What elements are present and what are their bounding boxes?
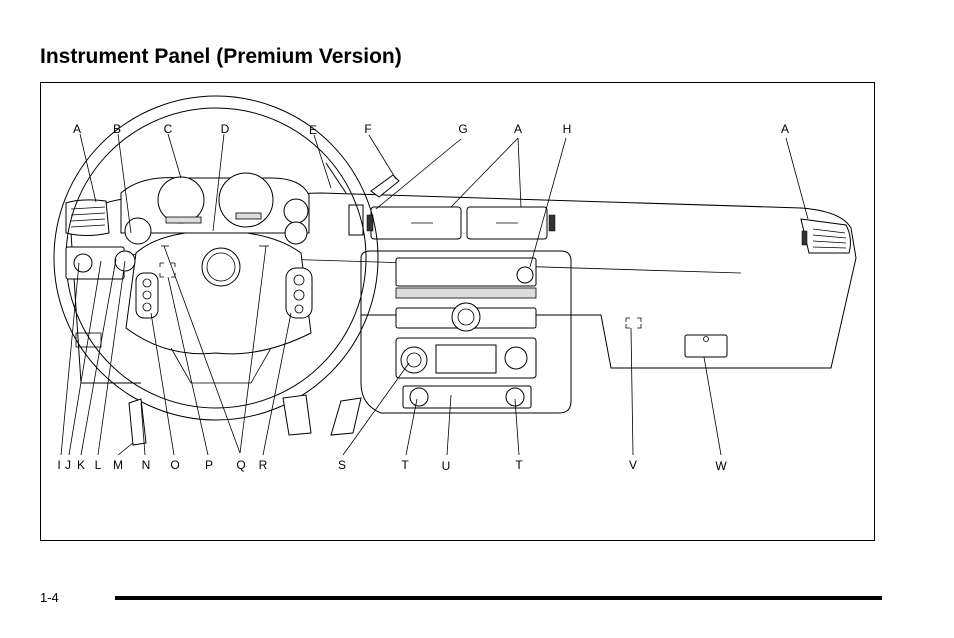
bracket-marker-p [159, 262, 176, 278]
callout-k: K [77, 458, 85, 472]
callout-g: G [458, 122, 467, 136]
callout-labels-bottom: I J K L M N O P Q R S T U T V W [57, 458, 727, 473]
callout-m: M [113, 458, 123, 472]
callout-c: C [164, 122, 173, 136]
windshield-wiper-stalk [370, 174, 400, 198]
callout-n: N [142, 458, 151, 472]
callout-v: V [629, 458, 637, 472]
callout-j: J [65, 458, 71, 472]
callout-h: H [563, 122, 572, 136]
callout-i: I [57, 458, 60, 472]
instrument-panel-figure: A B C D E F G A H A I J K L M N O P Q R … [40, 82, 875, 541]
callout-q: Q [236, 458, 245, 472]
left-air-vent [65, 199, 110, 236]
callout-l: L [95, 458, 102, 472]
glove-box [684, 334, 728, 358]
callout-f: F [364, 122, 371, 136]
callout-a-2: A [514, 122, 522, 136]
page-title: Instrument Panel (Premium Version) [40, 45, 402, 68]
callout-o: O [170, 458, 179, 472]
turn-signal-lever [325, 162, 347, 194]
steering-wheel-controls-left [135, 272, 159, 319]
climate-control-panel [395, 337, 537, 409]
callout-u: U [442, 459, 451, 473]
center-air-vents [348, 204, 556, 240]
footer-rule [115, 596, 882, 600]
callout-p: P [205, 458, 213, 472]
center-stack [360, 250, 572, 414]
callout-s: S [338, 458, 346, 472]
callout-w: W [715, 459, 727, 473]
callout-t-1: T [401, 458, 409, 472]
steering-wheel-controls-right [285, 267, 313, 319]
leader-lines-top [79, 133, 809, 268]
right-air-vent [800, 218, 851, 254]
instrument-cluster [120, 172, 310, 245]
callout-d: D [221, 122, 230, 136]
page-number: 1-4 [40, 590, 59, 605]
pedals [128, 394, 362, 446]
callout-labels-top: A B C D E F G A H A [73, 122, 789, 137]
instrument-panel-illustration: A B C D E F G A H A I J K L M N O P Q R … [53, 95, 857, 473]
callout-r: R [259, 458, 268, 472]
callout-t-2: T [515, 458, 523, 472]
callout-e: E [309, 123, 317, 137]
bracket-marker-v [625, 317, 642, 329]
callout-a-3: A [781, 122, 789, 136]
callout-b: B [113, 122, 121, 136]
leader-lines-bottom [60, 245, 722, 456]
callout-a-1: A [73, 122, 81, 136]
